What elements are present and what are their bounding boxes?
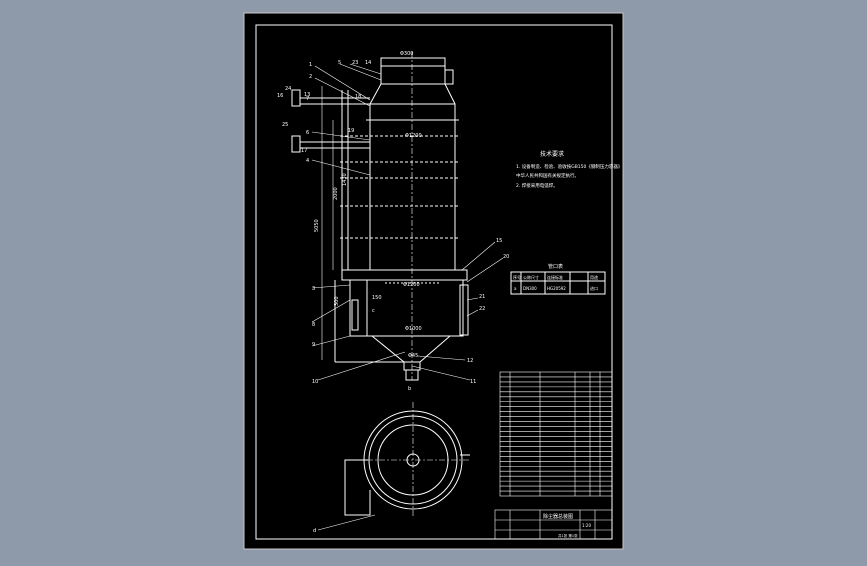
callout-4: 4 [306,158,309,164]
title-block: 除尘器总装图 1:20 共1张 第1张 [494,509,613,540]
nozzle-header-0: 序号 [513,274,521,280]
dim-top-dia: Φ300 [400,51,413,57]
nozzle-header-2: 连接标准 [547,274,563,280]
callout-9: 9 [312,342,315,348]
title-block-scale: 1:20 [582,523,591,528]
top-view [317,402,470,531]
nozzle-table-title: 管口表 [548,263,563,270]
callout-15: 15 [496,238,502,244]
tech-req-line1: 1. 设备制造、检验、验收按GB150《钢制压力容器》 [516,163,622,170]
callout-2: 2 [309,74,312,80]
nozzle-header-1: 公称尺寸 [523,274,539,280]
callout-6: 6 [306,130,309,136]
callout-11: 11 [470,379,476,385]
leader-lines [311,63,504,381]
nozzle-cell-1: DN300 [523,286,537,291]
nozzle-cell-0: a [514,286,517,291]
dim-inlet: 150 [372,295,382,301]
dimension-texts: Φ300 Φ1200 Φ1200 Φ1000 Φ45 150 5050 2000… [313,51,422,534]
callout-19: 19 [348,128,354,134]
dim-shell-dia: Φ1200 [405,133,422,139]
callout-25: 25 [282,122,288,128]
nozzle-header-3: 用途 [590,274,598,280]
nozzle-cell-3: 进口 [590,285,598,291]
dim-bottom-d: d [313,528,316,534]
dim-bottom-b: b [408,386,411,392]
callout-14: 14 [365,60,371,66]
callout-12: 12 [467,358,473,364]
callout-8: 8 [312,322,315,328]
tech-req-title: 技术要求 [540,150,564,158]
callout-16: 16 [277,93,283,99]
dim-base-dia: Φ1200 [403,282,420,288]
tech-req-line2: 中华人民共和国有关规定执行。 [516,172,579,179]
callout-5: 5 [338,60,341,66]
callout-10: 10 [312,379,318,385]
title-block-sheet: 共1张 第1张 [558,533,578,538]
title-block-name: 除尘器总装图 [543,513,573,520]
callout-22: 22 [479,306,485,312]
callout-21: 21 [479,294,485,300]
dim-seg-a: 2000 [333,187,339,200]
tech-requirements: 技术要求 1. 设备制造、检验、验收按GB150《钢制压力容器》 中华人民共和国… [516,150,622,189]
nozzle-table: 管口表 序号 公称尺寸 连接标准 用途 a DN300 HG20592 进口 [510,263,606,295]
dim-cone-dia: Φ1000 [405,326,422,332]
dim-seg-c: 300 [334,296,340,306]
front-view [291,52,469,381]
dim-bottom-c: c [372,308,375,314]
parts-list [499,371,613,497]
callout-7: 7 [306,96,309,102]
callout-24: 24 [285,86,291,92]
callout-23: 23 [352,60,358,66]
callout-1: 1 [309,62,312,68]
callout-13: 13 [304,92,310,98]
drawing-border [255,24,613,540]
callout-numbers: 1 2 3 4 5 6 7 8 9 10 11 12 13 14 15 16 1… [277,60,509,385]
tech-req-line3: 2. 焊接采用电弧焊。 [516,182,558,189]
callout-17: 17 [301,148,307,154]
callout-3: 3 [312,286,315,292]
callout-20: 20 [503,254,509,260]
dim-height: 5050 [314,219,320,232]
dim-seg-b: 1430 [342,173,348,186]
nozzle-cell-2: HG20592 [547,286,566,291]
dim-outlet-dia: Φ45 [408,353,418,359]
callout-18: 18 [355,94,361,100]
